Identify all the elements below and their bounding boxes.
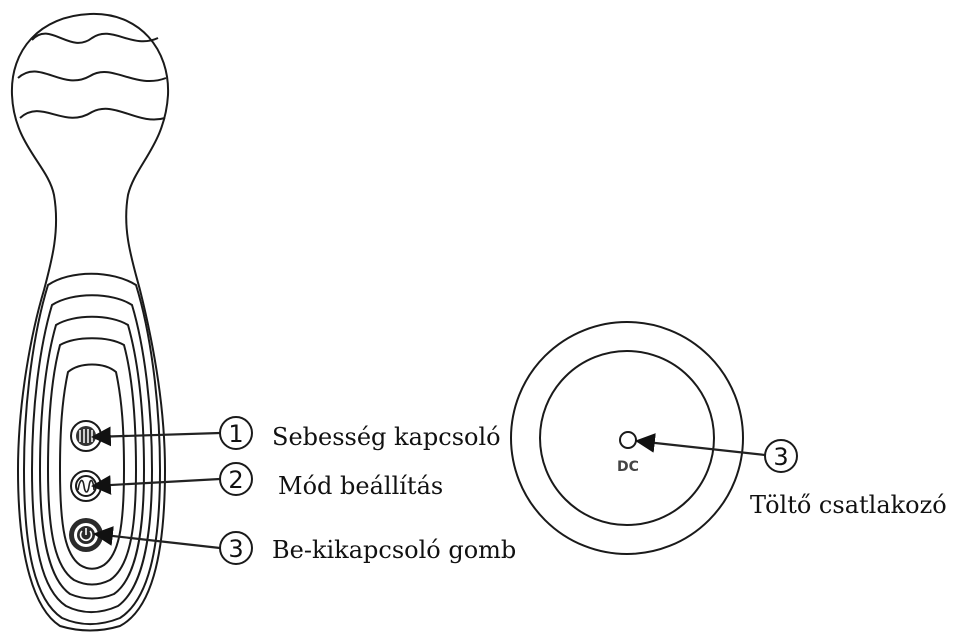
callout-line-1 (91, 426, 221, 447)
control-panel (58, 363, 126, 570)
handle-ring-3 (38, 315, 146, 600)
dc-port[interactable] (619, 431, 637, 449)
device-base: DC (510, 321, 744, 555)
callout-number-1: 1 (228, 420, 243, 448)
handle-ring-2 (30, 294, 154, 613)
head-wave-3 (19, 107, 166, 121)
wand-device (10, 12, 170, 632)
mode-wave-icon (77, 479, 95, 493)
power-icon (79, 528, 93, 542)
callout-line-dc (635, 433, 766, 457)
callout-number-3: 3 (228, 535, 243, 563)
base-inner-ring (539, 350, 715, 526)
callout-2: 2 Mód beállítás (219, 462, 443, 500)
charging-port-label: Töltő csatlakozó (750, 491, 947, 519)
callout-line-2 (91, 475, 221, 495)
callout-number-dc: 3 (773, 443, 788, 471)
callout-number-2: 2 (228, 466, 243, 494)
speed-switch-label: Sebesség kapcsoló (272, 423, 501, 451)
handle-ring-4 (46, 337, 138, 586)
power-switch-label: Be-kikapcsoló gomb (272, 536, 516, 564)
callout-3: 3 Be-kikapcsoló gomb (219, 531, 516, 565)
callout-dc: 3 Töltő csatlakozó (750, 439, 947, 519)
callout-line-3 (93, 526, 221, 550)
mode-setting-label: Mód beállítás (278, 472, 443, 500)
callout-1: 1 Sebesség kapcsoló (219, 416, 501, 451)
handle-ring-1 (22, 272, 162, 625)
head-wave-1 (31, 32, 159, 44)
base-outer-ring (510, 321, 744, 555)
dc-port-label: DC (617, 459, 639, 475)
wand-outline (10, 12, 170, 632)
head-wave-2 (17, 70, 167, 83)
